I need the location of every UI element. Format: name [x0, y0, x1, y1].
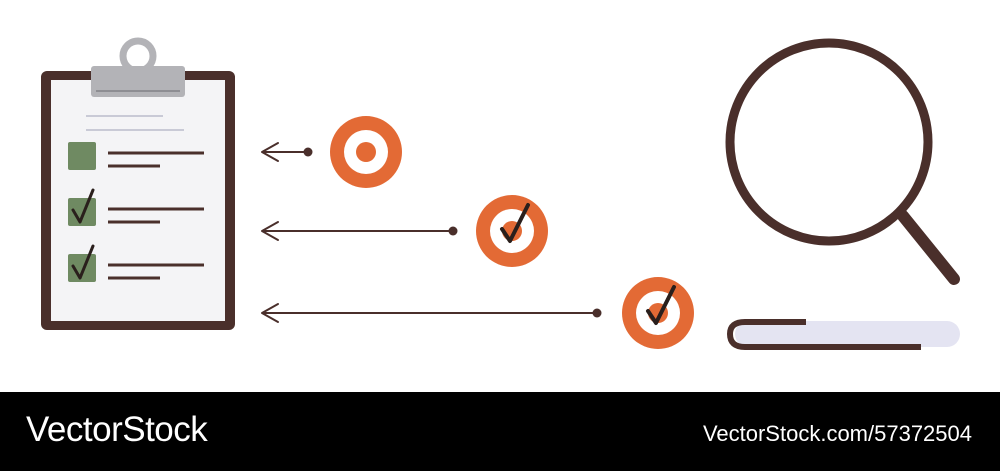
illustration — [41, 37, 960, 350]
checklist-item — [68, 142, 204, 170]
target-icon — [622, 277, 694, 349]
arrow-left-icon — [261, 303, 602, 323]
brand-logo: VectorStock — [26, 410, 208, 449]
checklist — [68, 142, 204, 282]
check-icon — [71, 244, 95, 280]
targets — [330, 116, 694, 349]
checklist-item — [68, 188, 204, 226]
footer-bar: VectorStock VectorStock.com/57372504 — [0, 392, 1000, 471]
clipboard-icon — [41, 37, 235, 330]
check-icon — [71, 188, 95, 224]
arrow-left-icon — [261, 142, 313, 162]
pen-icon — [726, 319, 960, 350]
checkbox-icon — [68, 198, 96, 226]
image-reference: VectorStock.com/57372504 — [702, 421, 972, 446]
magnifier-icon — [725, 38, 960, 285]
arrows — [261, 142, 602, 323]
checklist-item — [68, 244, 204, 282]
check-icon — [646, 285, 676, 325]
arrow-left-icon — [261, 221, 458, 241]
target-icon — [330, 116, 402, 188]
target-icon — [476, 195, 548, 267]
checkbox-icon — [68, 254, 96, 282]
checkbox-icon — [68, 142, 96, 170]
check-icon — [500, 203, 530, 243]
